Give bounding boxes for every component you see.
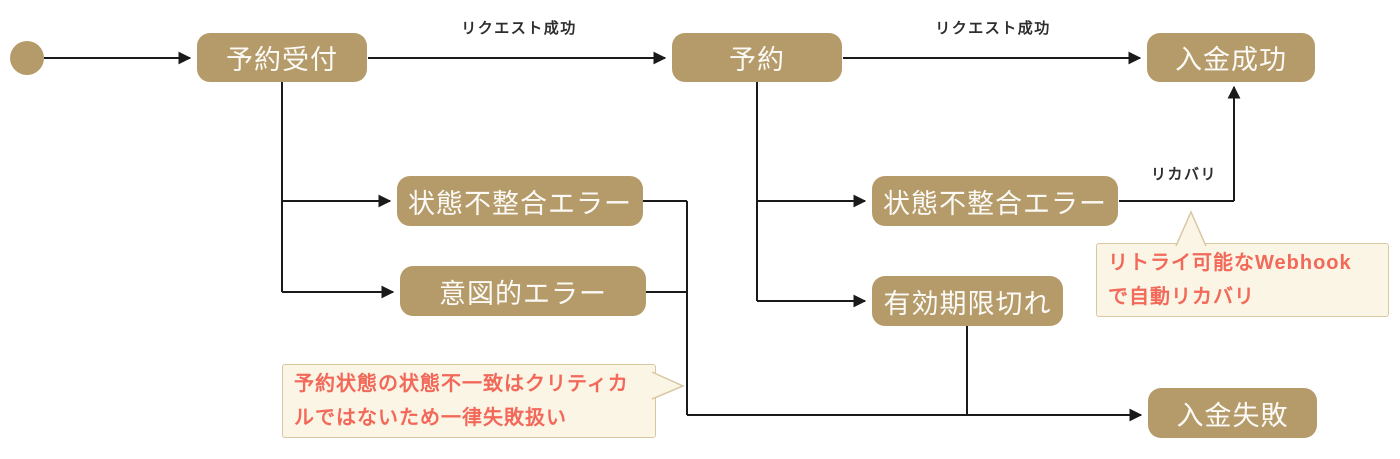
node-expired: 有効期限切れ (872, 276, 1063, 326)
note-uniform-failure: 予約状態の状態不一致はクリティカ ルではないため一律失敗扱い (282, 364, 656, 438)
node-state-mismatch-error-2: 状態不整合エラー (872, 176, 1118, 226)
edge-label-request-success-1: リクエスト成功 (461, 20, 577, 37)
node-reservation-accept: 予約受付 (197, 33, 367, 82)
note-auto-recovery: リトライ可能なWebhook で自動リカバリ (1096, 243, 1389, 317)
edge-label-recovery: リカバリ (1150, 166, 1217, 183)
edge-label-request-success-2: リクエスト成功 (935, 20, 1051, 37)
node-reservation: 予約 (672, 33, 842, 82)
node-payment-success: 入金成功 (1147, 33, 1315, 82)
initial-state-node (10, 41, 44, 75)
node-state-mismatch-error-1: 状態不整合エラー (397, 176, 643, 226)
node-payment-failure: 入金失敗 (1148, 388, 1317, 438)
node-intentional-error: 意図的エラー (400, 266, 646, 316)
